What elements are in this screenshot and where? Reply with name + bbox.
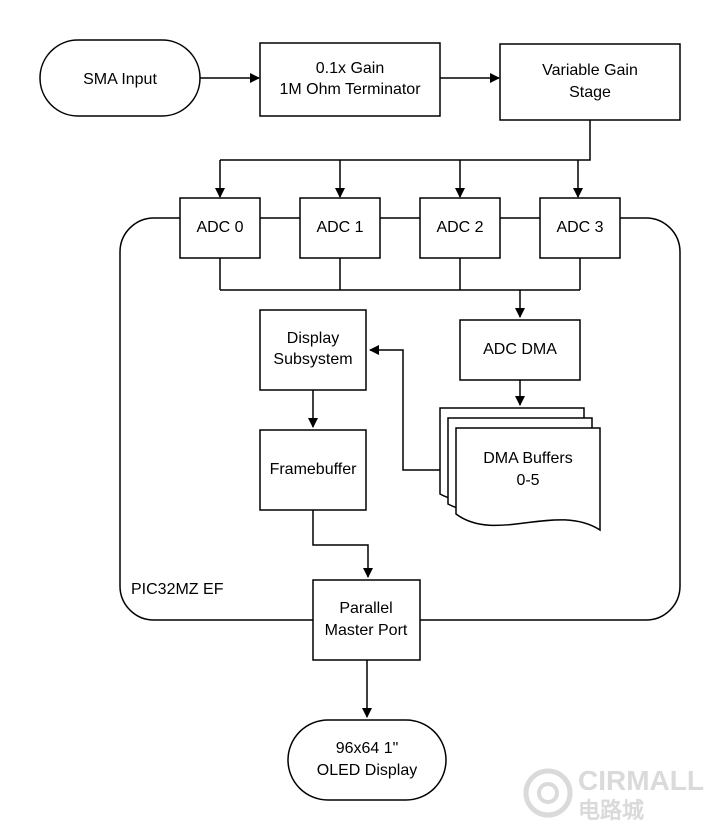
dma-buffers-node: DMA Buffers 0-5 bbox=[439, 407, 601, 532]
adc2-node: ADC 2 bbox=[419, 197, 501, 259]
vga-label-line1: Variable Gain bbox=[542, 62, 638, 79]
parallel-master-port-node: Parallel Master Port bbox=[312, 579, 421, 661]
display-label-line1: Display bbox=[287, 330, 339, 347]
cirmall-logo-icon bbox=[523, 768, 573, 818]
arrow-framebuffer-to-pmp bbox=[312, 510, 373, 578]
cirmall-watermark: CIRMALL 电路城 bbox=[523, 765, 704, 823]
pmp-label-line2: Master Port bbox=[325, 622, 408, 639]
pic32mz-container bbox=[119, 217, 681, 621]
framebuffer-node: Framebuffer bbox=[259, 429, 367, 511]
oled-display-node: 96x64 1" OLED Display bbox=[287, 719, 447, 801]
adc-dma-node: ADC DMA bbox=[459, 319, 581, 381]
connectors bbox=[200, 73, 591, 718]
sma-input-node: SMA Input bbox=[39, 39, 201, 117]
framebuffer-label: Framebuffer bbox=[270, 461, 358, 478]
dma-buffers-label-line2: 0-5 bbox=[516, 472, 539, 489]
adc-dma-label: ADC DMA bbox=[483, 341, 557, 358]
adc1-node: ADC 1 bbox=[299, 197, 381, 259]
gain-label-line1: 0.1x Gain bbox=[316, 60, 384, 77]
oled-label-line2: OLED Display bbox=[317, 762, 417, 779]
arrow-buffers-to-display bbox=[369, 345, 440, 471]
vga-fanout-bus bbox=[220, 120, 591, 161]
watermark-brand: CIRMALL bbox=[578, 765, 704, 796]
gain-terminator-node: 0.1x Gain 1M Ohm Terminator bbox=[259, 42, 441, 117]
pmp-label-line1: Parallel bbox=[339, 600, 392, 617]
variable-gain-stage-node: Variable Gain Stage bbox=[499, 43, 681, 121]
adc1-label: ADC 1 bbox=[316, 219, 363, 236]
dma-buffers-label-line1: DMA Buffers bbox=[483, 450, 573, 467]
container-label: PIC32MZ EF bbox=[131, 581, 224, 598]
adc0-node: ADC 0 bbox=[179, 197, 261, 259]
vga-label-line2: Stage bbox=[569, 84, 611, 101]
adc0-label: ADC 0 bbox=[196, 219, 243, 236]
oled-label-line1: 96x64 1" bbox=[336, 740, 399, 757]
sma-input-label: SMA Input bbox=[83, 71, 157, 88]
adc3-label: ADC 3 bbox=[556, 219, 603, 236]
adc2-label: ADC 2 bbox=[436, 219, 483, 236]
dma-buffer-sheet-front bbox=[455, 427, 601, 532]
gain-label-line2: 1M Ohm Terminator bbox=[279, 81, 421, 98]
watermark-brand-cn: 电路城 bbox=[578, 798, 644, 823]
display-subsystem-node: Display Subsystem bbox=[259, 309, 367, 391]
display-label-line2: Subsystem bbox=[273, 351, 352, 368]
adc3-node: ADC 3 bbox=[539, 197, 621, 259]
